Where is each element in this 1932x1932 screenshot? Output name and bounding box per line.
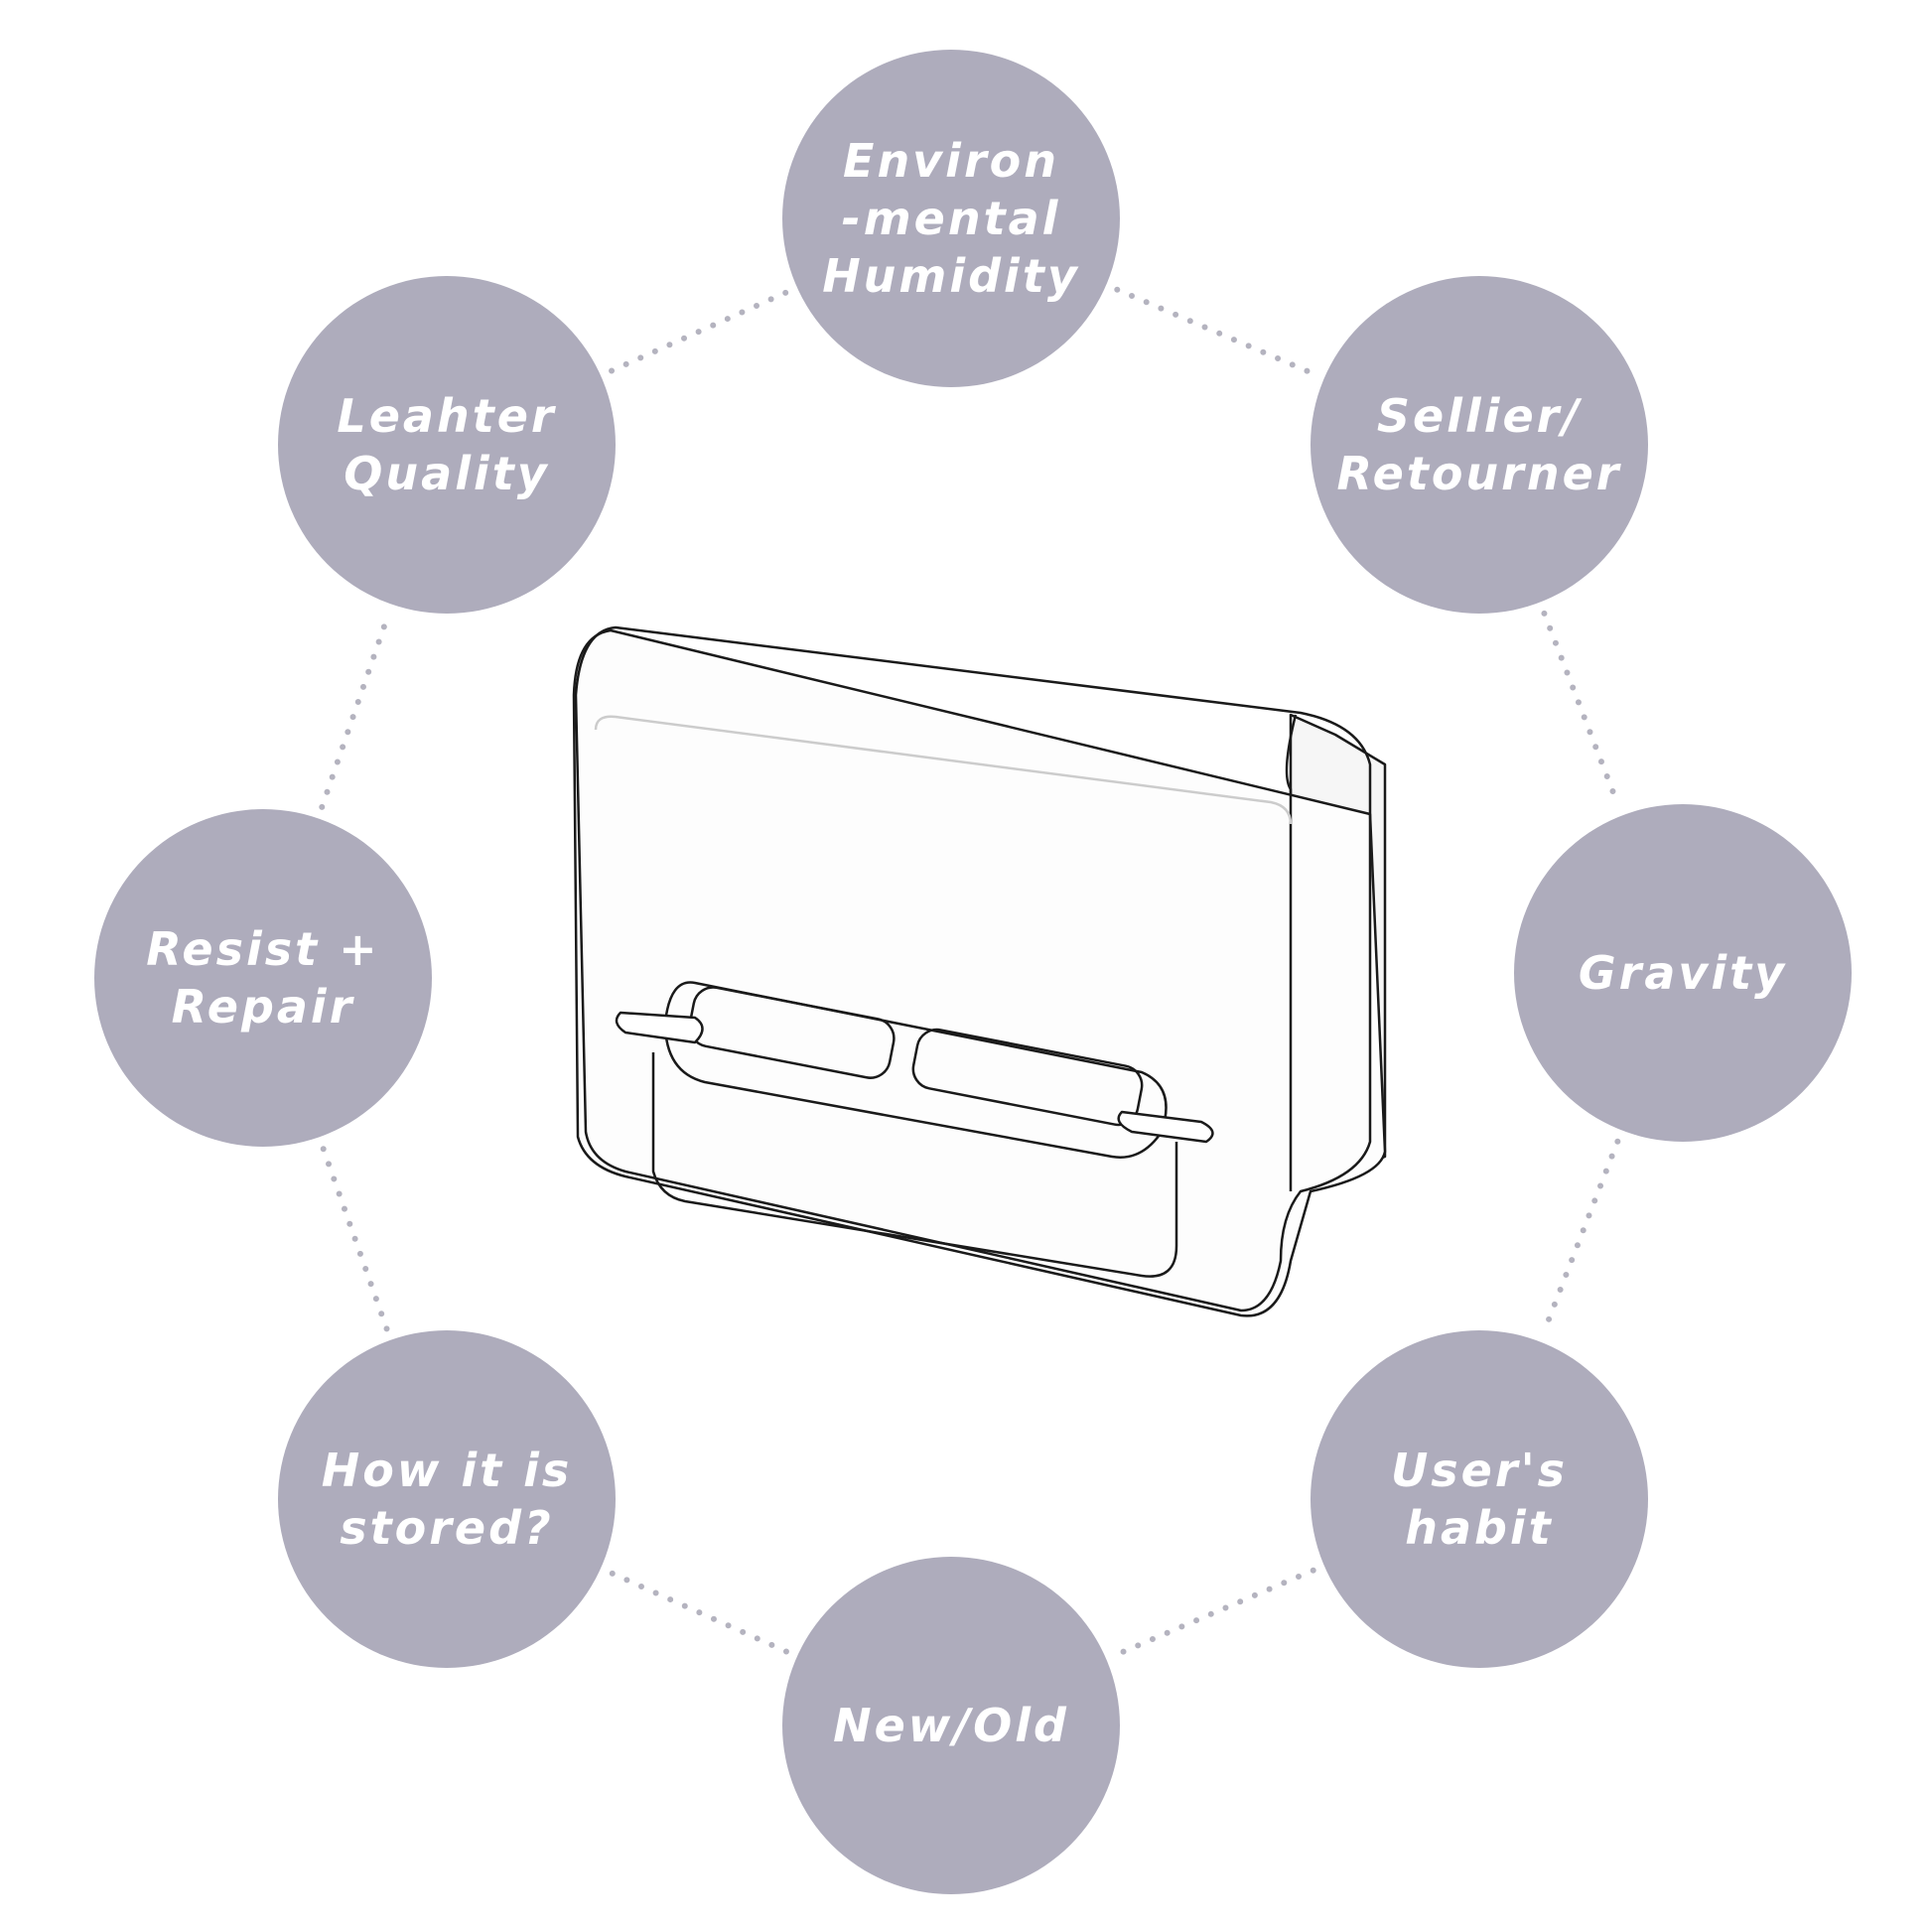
node-label-line: Leahter (337, 389, 556, 443)
node-label-line: Resist + (146, 922, 379, 976)
node-label-line: Gravity (1579, 946, 1787, 1000)
bag-flap (574, 625, 1372, 1312)
node-label-line: Retourner (1337, 447, 1622, 500)
node-label-line: Quality (344, 447, 549, 500)
node-circle (278, 276, 616, 614)
bag-body (572, 628, 1387, 1317)
node-circle (1311, 276, 1648, 614)
bag-buckle (663, 981, 1168, 1159)
node-label-line: Humidity (822, 249, 1080, 303)
dotted-connector (1541, 610, 1621, 808)
dotted-connector (609, 1570, 789, 1655)
bag-front-pocket (594, 715, 1293, 825)
bag-gusset (1285, 714, 1298, 1191)
node-label-line: How it is (322, 1444, 573, 1497)
factor-nodes: Environ-mentalHumiditySellier/RetournerG… (94, 50, 1852, 1894)
dotted-connectors (319, 286, 1621, 1658)
node-gravity: Gravity (1514, 804, 1852, 1142)
bag-illustration (572, 625, 1387, 1317)
node-label-line: New/Old (833, 1699, 1069, 1752)
bag-strap-panel (651, 1052, 1178, 1278)
node-new-old: New/Old (782, 1557, 1120, 1894)
node-label-line: habit (1405, 1501, 1553, 1555)
node-label-line: stored? (340, 1501, 553, 1555)
dotted-connector (1114, 1567, 1316, 1658)
node-circle (782, 50, 1120, 387)
node-label-line: Repair (172, 980, 355, 1034)
dotted-connector (320, 1145, 390, 1332)
node-label-line: Sellier/ (1377, 389, 1583, 443)
node-label-line: User's (1391, 1444, 1568, 1497)
buckle-window-right (911, 1028, 1144, 1127)
dotted-connector (1114, 286, 1316, 377)
buckle-window-left (688, 986, 896, 1079)
buckle-ring-right (1117, 1110, 1214, 1144)
dotted-connector (319, 613, 391, 810)
node-circle (278, 1330, 616, 1668)
node-circle (782, 1557, 1120, 1894)
dotted-connector (609, 289, 789, 374)
node-label-line: -mental (842, 192, 1061, 245)
node-circle (1311, 1330, 1648, 1668)
node-resist-repair: Resist +Repair (94, 809, 432, 1147)
node-label-line: Environ (843, 134, 1059, 188)
node-circle (94, 809, 432, 1147)
buckle-ring-left (615, 1011, 704, 1044)
dotted-connector (1541, 1138, 1621, 1334)
node-circle (1514, 804, 1852, 1142)
node-sellier-retourner: Sellier/Retourner (1311, 276, 1648, 614)
